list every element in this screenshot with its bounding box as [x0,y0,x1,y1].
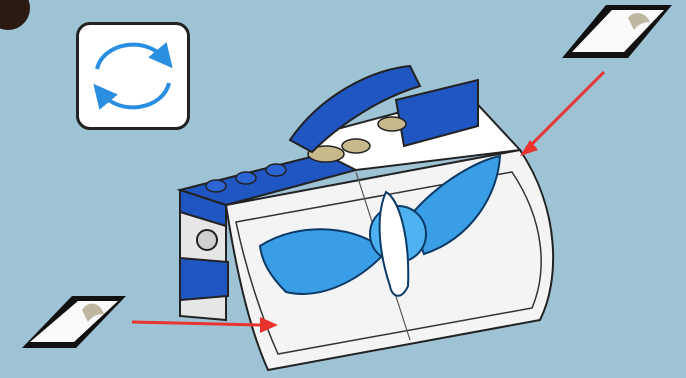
sticker-sheet-bottom-left [22,296,126,348]
sticker-sheet-top-right [562,5,672,58]
arrow-to-right-panel [520,72,604,156]
